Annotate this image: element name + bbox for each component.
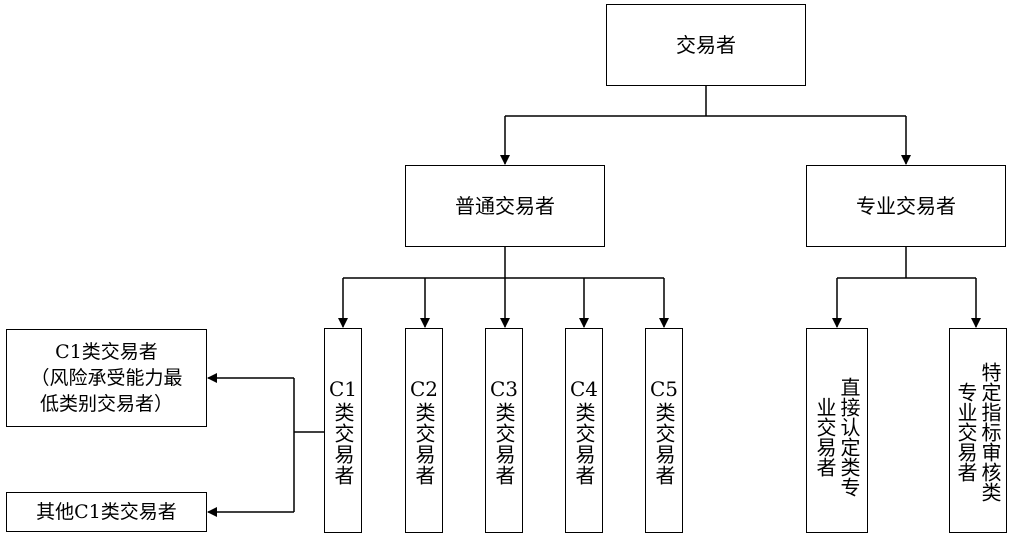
c1-lowest-line1: C1类交易者 [55,341,158,363]
professional-trader-label: 专业交易者 [856,194,956,218]
root-trader-node: 交易者 [606,4,806,86]
c2-trader-node: C2 类交易者 [405,328,443,533]
c3-label: 类交易者 [492,401,516,486]
c3-trader-node: C3 类交易者 [485,328,523,533]
c5-trader-node: C5 类交易者 [645,328,683,533]
ordinary-trader-node: 普通交易者 [405,165,605,247]
c1-code: C1 [328,376,358,401]
ordinary-trader-label: 普通交易者 [455,194,555,218]
c4-label: 类交易者 [572,401,596,486]
c1-trader-node: C1 类交易者 [324,328,362,533]
c2-label: 类交易者 [412,401,436,486]
c1-other-node: 其他C1类交易者 [6,492,207,532]
c1-lowest-line2: （风险承受能力最 [30,367,183,389]
c1-label: 类交易者 [331,401,355,486]
root-trader-label: 交易者 [676,33,736,57]
c5-code: C5 [649,376,679,401]
specific-professional-node: 特定指标审核类专业交易者 [949,328,1007,533]
c1-lowest-risk-node: C1类交易者 （风险承受能力最 低类别交易者） [6,329,207,427]
direct-professional-label: 直接认定类专业交易者 [813,377,861,497]
c4-trader-node: C4 类交易者 [565,328,603,533]
c3-code: C3 [489,376,519,401]
professional-trader-node: 专业交易者 [806,165,1006,247]
direct-professional-node: 直接认定类专业交易者 [806,328,868,533]
c5-label: 类交易者 [652,401,676,486]
c4-code: C4 [569,376,599,401]
c2-code: C2 [409,376,439,401]
specific-professional-label: 特定指标审核类专业交易者 [954,362,1002,502]
c1-lowest-line3: 低类别交易者） [39,393,173,415]
c1-other-label: 其他C1类交易者 [36,501,177,523]
